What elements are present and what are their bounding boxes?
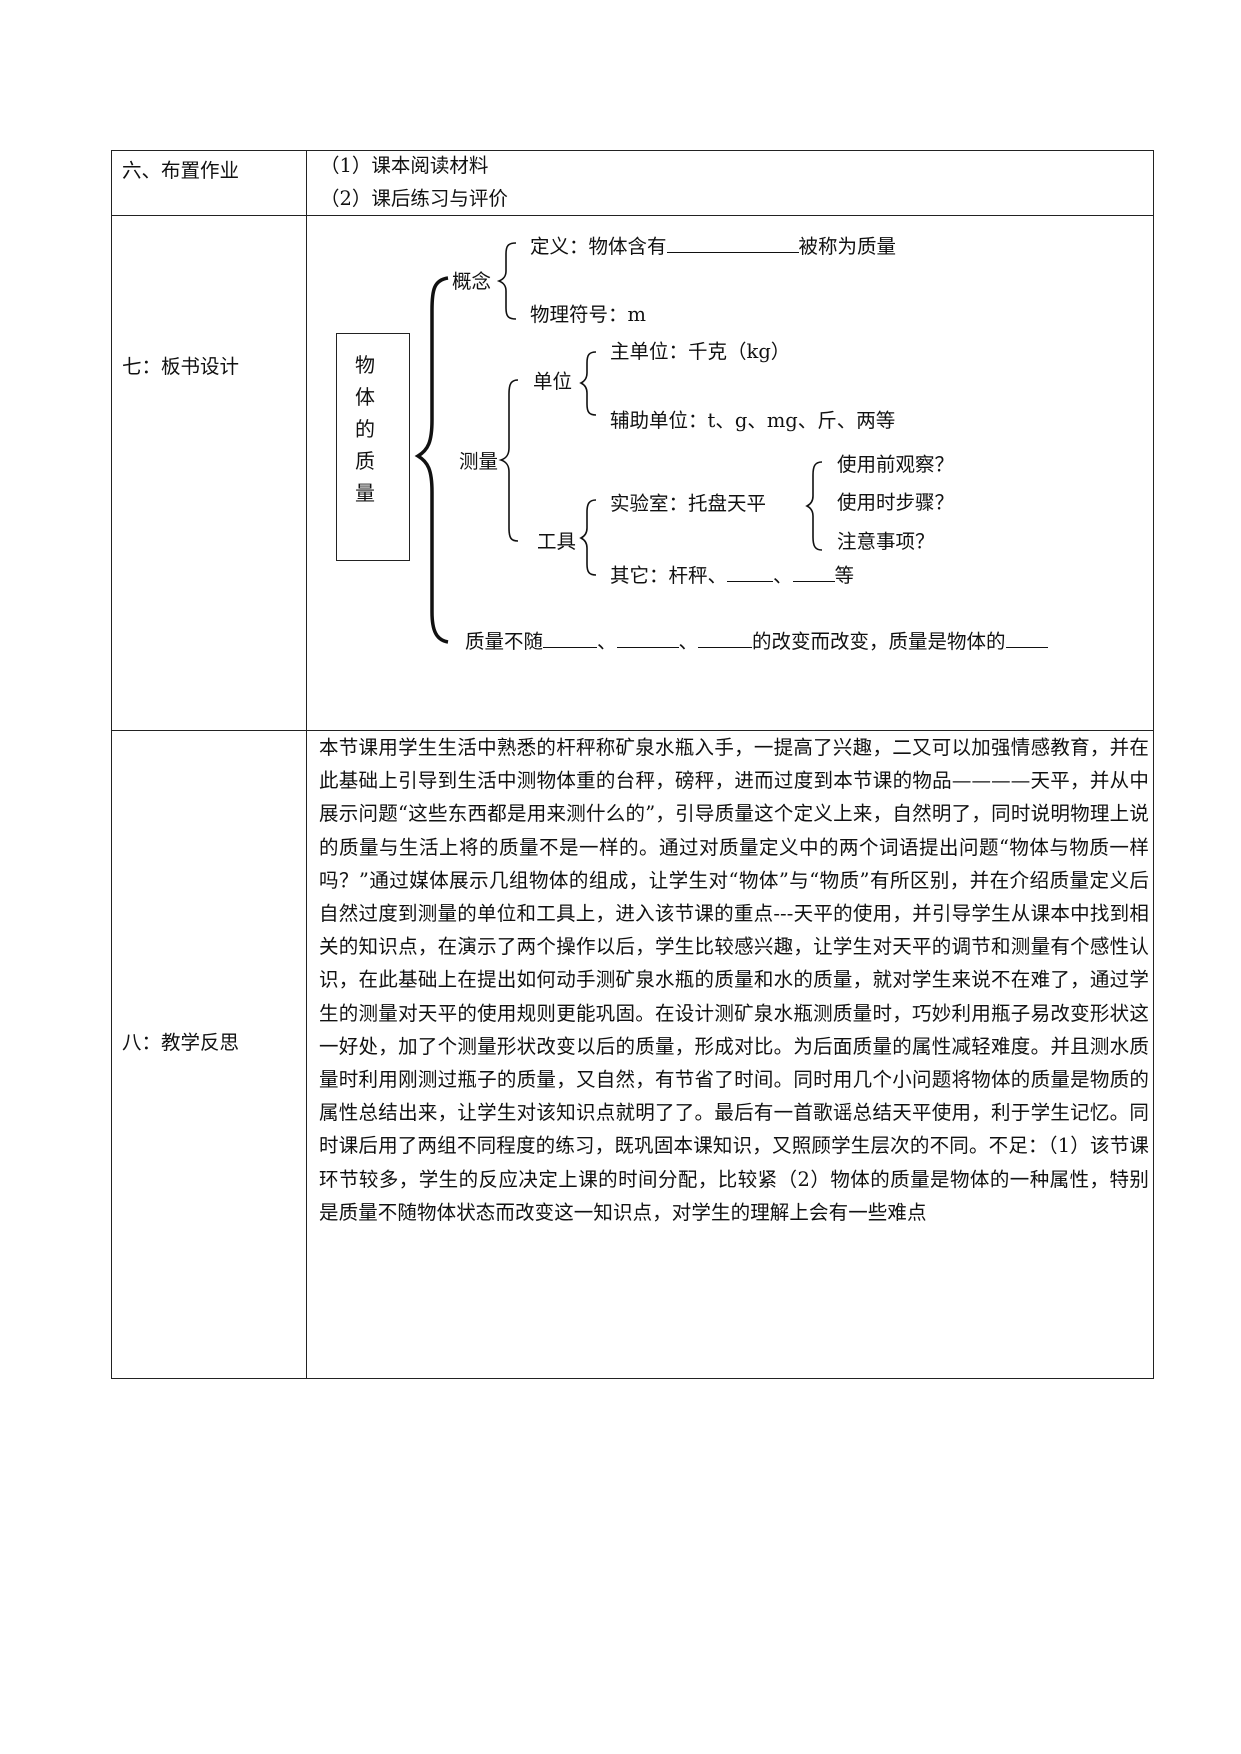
main-unit: 主单位：千克（kg） — [610, 340, 791, 363]
other-tools-sep: 、 — [773, 564, 793, 587]
board-title-char: 体 — [355, 385, 375, 409]
tool-brace-icon — [579, 499, 597, 576]
property-blank — [616, 629, 679, 648]
column-divider — [306, 150, 307, 1378]
definition-text-pre: 定义：物体含有 — [530, 235, 667, 258]
section-heading-board-design: 七：板书设计 — [122, 355, 240, 378]
measure-brace-icon — [498, 379, 519, 542]
lab-step: 使用时步骤？ — [837, 491, 955, 514]
board-title-char: 量 — [355, 481, 375, 505]
other-tools: 其它：杆秤、 、 等 — [610, 563, 854, 588]
board-title-char: 物 — [355, 353, 375, 377]
board-title-char: 质 — [355, 449, 375, 473]
concept-brace-icon — [496, 242, 517, 320]
board-title-box — [336, 333, 410, 561]
other-tools-post: 等 — [834, 564, 855, 587]
other-tools-pre: 其它：杆秤、 — [610, 564, 728, 587]
property-sep: 、 — [678, 630, 699, 653]
table-border-right — [1153, 150, 1154, 1378]
section-heading-homework: 六、布置作业 — [122, 159, 240, 182]
definition-text-post: 被称为质量 — [798, 235, 897, 258]
other-tool-blank — [727, 563, 774, 582]
main-brace-icon — [414, 276, 449, 644]
row-divider-1 — [111, 215, 1154, 216]
table-border-top — [111, 150, 1154, 151]
lab-step: 注意事项？ — [837, 530, 935, 553]
property-blank — [1005, 629, 1048, 648]
tool-label: 工具 — [537, 530, 577, 553]
table-border-left — [111, 150, 112, 1378]
other-tool-blank — [792, 563, 835, 582]
unit-label: 单位 — [533, 370, 573, 393]
row-divider-2 — [111, 730, 1154, 731]
property-blank — [698, 629, 753, 648]
definition-blank — [666, 234, 799, 253]
section-heading-reflection: 八：教学反思 — [122, 1031, 240, 1054]
property-pre: 质量不随 — [465, 630, 544, 653]
homework-item-1: （1）课本阅读材料 — [320, 154, 489, 177]
measure-label: 测量 — [459, 450, 499, 473]
concept-label: 概念 — [452, 270, 492, 293]
concept-symbol: 物理符号：m — [530, 303, 646, 326]
property-blank — [543, 629, 598, 648]
board-title-char: 的 — [355, 417, 375, 441]
unit-brace-icon — [579, 351, 597, 416]
property-sep: 、 — [597, 630, 617, 653]
lab-brace-icon — [805, 461, 823, 551]
property-mid: 的改变而改变，质量是物体的 — [752, 630, 1006, 653]
homework-item-2: （2）课后练习与评价 — [320, 187, 508, 210]
concept-definition: 定义：物体含有 被称为质量 — [530, 234, 896, 259]
aux-unit: 辅助单位：t、g、mg、斤、两等 — [610, 409, 896, 432]
property-line: 质量不随 、 、 的改变而改变，质量是物体的 — [465, 629, 1048, 654]
lab-step: 使用前观察？ — [837, 453, 955, 476]
lab-tool: 实验室：托盘天平 — [610, 492, 767, 515]
reflection-paragraph: 本节课用学生生活中熟悉的杆秤称矿泉水瓶入手，一提高了兴趣，二又可以加强情感教育，… — [319, 736, 1149, 1224]
table-border-bottom — [111, 1378, 1154, 1379]
